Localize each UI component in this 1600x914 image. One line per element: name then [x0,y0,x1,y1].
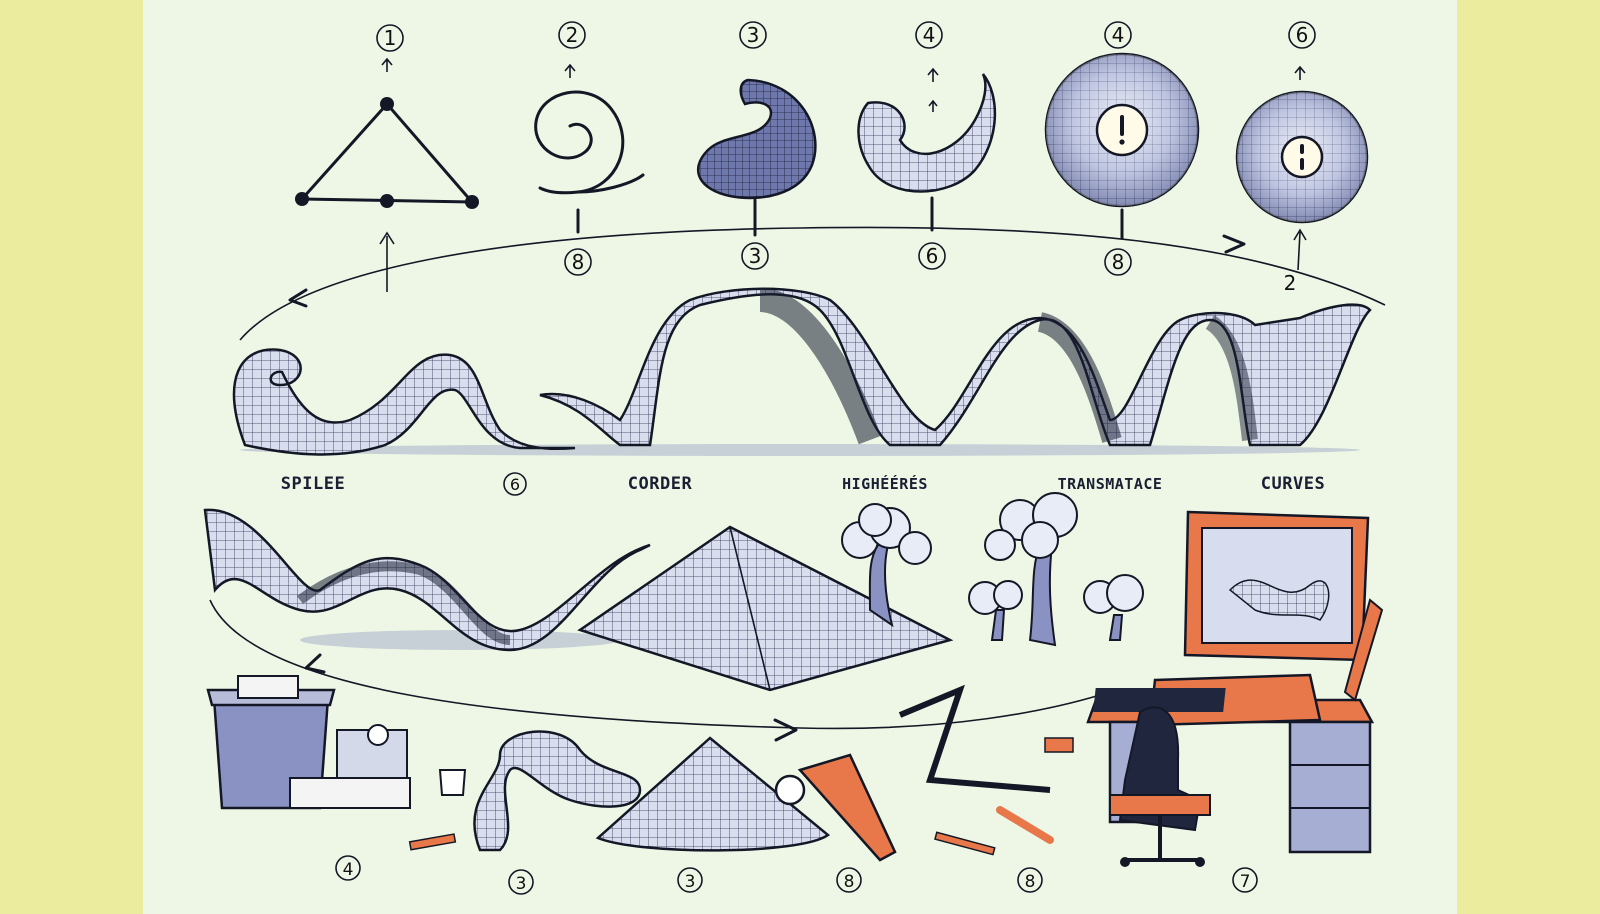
bottom-number-3b-text: 3 [685,872,696,892]
bottom-number-7-text: 7 [1240,872,1251,892]
torus-shape-small [1235,90,1369,224]
top-number-1: 1 [376,24,404,52]
top-number-4: 4 [915,21,943,49]
bottom-number-8a-text: 8 [844,872,855,892]
top-number-1-text: 1 [384,26,397,50]
cycle-arrow-bottom [209,599,1101,742]
top-number-6-text: 6 [1296,23,1309,47]
desk-objects [289,724,467,851]
row-number-2: 2 [1284,271,1297,295]
cycle-arrow-top [239,226,1386,341]
row-number-8b: 8 [1104,248,1132,276]
top-number-4-text: 4 [923,23,936,47]
top-number-3-text: 3 [747,23,760,47]
bottom-number-7: 7 [1232,867,1258,893]
row-number-3: 3 [741,242,769,270]
label-spilee: SPILEE [281,474,345,494]
tree-4 [1083,574,1144,641]
bottom-number-8b-text: 8 [1025,872,1036,892]
bottom-number-8b: 8 [1017,867,1043,893]
spiral-shape [534,90,645,234]
row-number-6-text: 6 [926,244,939,268]
bottom-number-4: 4 [335,855,361,881]
mechanical-arm [774,684,1074,862]
top-number-2: 2 [558,21,586,49]
horn-shape-3d [857,73,997,232]
torus-shape-large [1044,52,1200,240]
row-number-8-text: 8 [572,250,585,274]
right-side-band [1457,0,1600,914]
bottom-number-4-text: 4 [343,860,354,880]
top-number-2-text: 2 [566,23,579,47]
label-curves: CURVES [1261,474,1325,494]
ribbon-row: SPILEE 6 CORDER HIGHÉÉRÉS TRANSMATACE CU… [232,287,1372,496]
top-number-5-text: 4 [1112,23,1125,47]
row-number-8: 8 [564,248,592,276]
top-number-6: 6 [1288,21,1316,49]
ribbon-left [232,348,576,456]
label-higheeres: HIGHÉÉRÉS [842,474,928,493]
tree-3 [968,580,1023,641]
computer-desk [1086,510,1384,867]
label-transmatace: TRANSMATACE [1058,475,1163,493]
trash-bin [206,675,336,810]
tree-1 [841,503,932,628]
label-number-6-text: 6 [510,475,520,494]
triangle-shape [295,97,479,292]
left-side-band [0,0,143,914]
tree-2 [984,492,1078,647]
label-corder: CORDER [628,474,693,494]
tube-shape [473,730,642,852]
top-row: 1 2 3 4 4 6 [295,21,1369,295]
label-number-6: 6 [503,472,527,496]
up-arrow-right [1293,228,1307,271]
bottom-number-3a: 3 [508,869,534,895]
bottom-number-8a: 8 [836,867,862,893]
row-number-6: 6 [918,242,946,270]
top-number-3: 3 [739,21,767,49]
cone-shape [595,736,831,852]
ribbon-center [539,287,1372,447]
up-arrows [381,57,1306,112]
bottom-number-3b: 3 [677,867,703,893]
top-number-5: 4 [1104,21,1132,49]
row-number-3-text: 3 [749,244,762,268]
surface-row [203,492,1144,692]
row-number-8b-text: 8 [1112,250,1125,274]
bottom-number-3a-text: 3 [516,874,527,894]
bottom-row: 4 3 3 8 8 7 [206,510,1384,895]
